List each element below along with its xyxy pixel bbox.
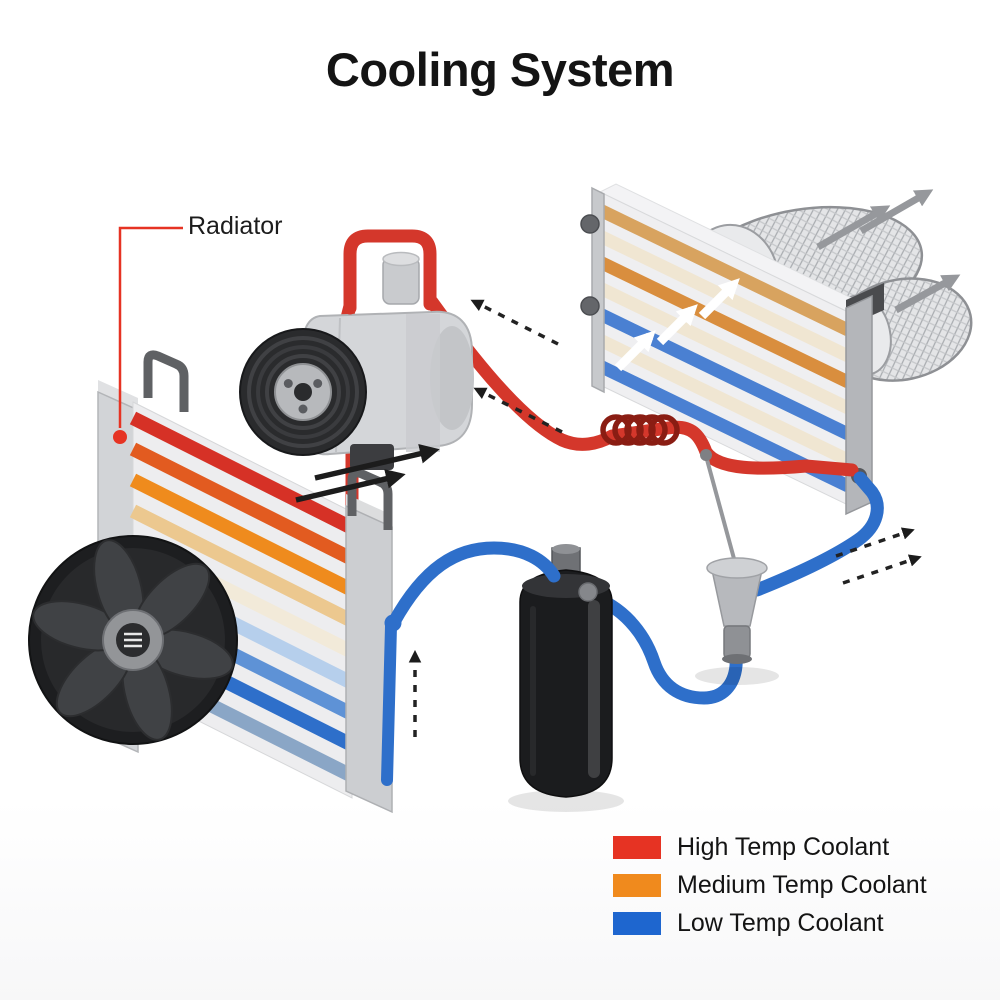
expansion-valve — [695, 557, 779, 685]
legend: High Temp Coolant Medium Temp Coolant Lo… — [613, 833, 927, 937]
compressor-pulley — [239, 328, 367, 456]
high-temp-pipe-right — [425, 295, 859, 477]
legend-swatch-low-temp — [613, 912, 661, 935]
legend-item-medium-temp: Medium Temp Coolant — [613, 871, 927, 899]
evaporator-port — [580, 214, 600, 234]
page-title: Cooling System — [325, 43, 675, 96]
radiator-bracket-right — [347, 468, 393, 530]
radiator-fan — [28, 535, 238, 745]
low-temp-pipe-radiator — [381, 541, 561, 786]
muffler-coil — [600, 414, 680, 446]
legend-label-low-temp: Low Temp Coolant — [677, 909, 884, 937]
low-temp-pipe-drier — [583, 589, 744, 705]
radiator-bracket-left — [143, 350, 189, 412]
legend-label-high-temp: High Temp Coolant — [677, 833, 890, 861]
radiator-right-tank — [345, 504, 393, 814]
compressor — [239, 251, 474, 470]
capillary-line — [700, 449, 738, 567]
radiator-airflow-arrows — [295, 444, 440, 503]
drier-fitting — [578, 582, 598, 602]
blower-airflow-arrows — [816, 189, 961, 314]
legend-label-medium-temp: Medium Temp Coolant — [677, 871, 927, 899]
radiator-pointer — [113, 226, 183, 444]
legend-swatch-high-temp — [613, 836, 661, 859]
high-temp-pipe-loop — [343, 229, 437, 315]
legend-item-high-temp: High Temp Coolant — [613, 833, 927, 861]
receiver-drier — [508, 544, 624, 812]
legend-swatch-medium-temp — [613, 874, 661, 897]
flow-direction-dashed-arrows — [408, 299, 922, 737]
low-temp-pipe-evaporator — [750, 471, 884, 597]
evaporator-port — [580, 296, 600, 316]
legend-item-low-temp: Low Temp Coolant — [613, 909, 927, 937]
evaporator-airflow-arrows — [614, 278, 740, 372]
evaporator-left-tank — [591, 186, 605, 394]
radiator-label: Radiator — [188, 212, 283, 240]
evaporator-core — [580, 183, 884, 516]
